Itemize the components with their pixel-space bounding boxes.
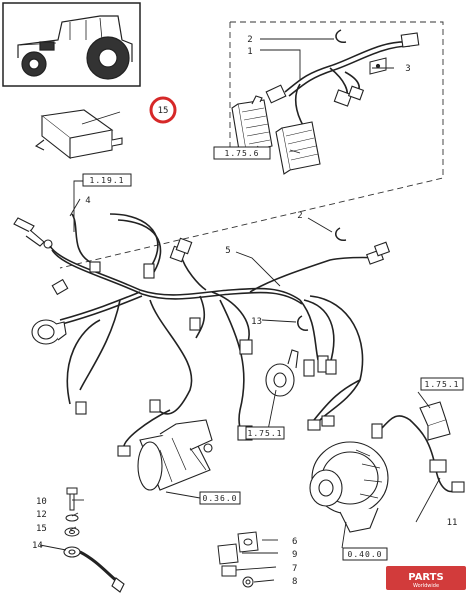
watermark-text: PARTS — [408, 572, 443, 583]
ref-1-19-1: 1.19.1 — [90, 176, 125, 185]
ref-0-40-0: 0.40.0 — [348, 550, 383, 559]
work-lamp-left — [231, 95, 273, 157]
work-lamp-right — [275, 121, 321, 175]
callout-15-highlighted: 15 — [158, 106, 169, 116]
callout-10: 10 — [36, 497, 47, 507]
callout-2-upper: 2 — [247, 35, 252, 45]
reference-labels: 1.75.6 1.19.1 1.75.1 1.75.1 0.36.0 0.40.… — [90, 149, 460, 559]
ignition-switch — [31, 319, 67, 345]
callout-7: 7 — [292, 564, 297, 574]
watermark-subtext: Worldwide — [413, 583, 439, 589]
ref-1-75-1-right: 1.75.1 — [425, 380, 460, 389]
callout-15-lower: 15 — [36, 524, 47, 534]
alternator — [309, 441, 389, 533]
upper-connectors — [265, 32, 420, 107]
callout-6: 6 — [292, 537, 297, 547]
reference-boxes — [82, 146, 464, 561]
callout-3: 3 — [405, 64, 410, 74]
callout-8: 8 — [292, 577, 297, 587]
watermark-logo: PARTS Worldwide — [386, 566, 466, 590]
callout-11: 11 — [447, 518, 458, 528]
highlight-circle — [149, 96, 177, 124]
leader-lines — [39, 38, 441, 583]
relay-connectors — [371, 401, 465, 493]
tractor-thumbnail — [2, 2, 141, 87]
callout-9: 9 — [292, 550, 297, 560]
horn — [265, 349, 299, 397]
callout-4: 4 — [85, 196, 90, 206]
callout-1: 1 — [247, 47, 252, 57]
clip-2-lower — [335, 227, 347, 241]
sensor-4 — [13, 217, 53, 249]
ref-1-75-6: 1.75.6 — [225, 149, 260, 158]
ref-0-36-0: 0.36.0 — [203, 494, 238, 503]
washers — [64, 514, 80, 537]
clip-2-upper — [335, 29, 347, 43]
battery-cable — [63, 546, 125, 593]
clip-13 — [297, 315, 309, 331]
callout-2-lower: 2 — [297, 211, 302, 221]
main-harness-connectors — [51, 237, 391, 457]
clamps-6-9 — [217, 531, 259, 588]
bracket-3 — [369, 57, 387, 75]
callout-14: 14 — [32, 541, 43, 551]
callout-5: 5 — [225, 246, 230, 256]
callout-13: 13 — [251, 317, 262, 327]
starter-motor — [137, 419, 213, 491]
upper-harness — [284, 41, 411, 129]
callout-12: 12 — [36, 510, 47, 520]
callout-labels: 2 1 3 15 4 2 5 13 10 12 15 14 6 9 7 8 11 — [32, 35, 457, 587]
control-unit — [34, 109, 123, 160]
main-harness — [49, 213, 381, 451]
bolt-10 — [66, 487, 78, 511]
relay-harness — [379, 415, 459, 493]
group-boundary — [59, 21, 444, 269]
ref-1-75-1-horn: 1.75.1 — [248, 429, 283, 438]
